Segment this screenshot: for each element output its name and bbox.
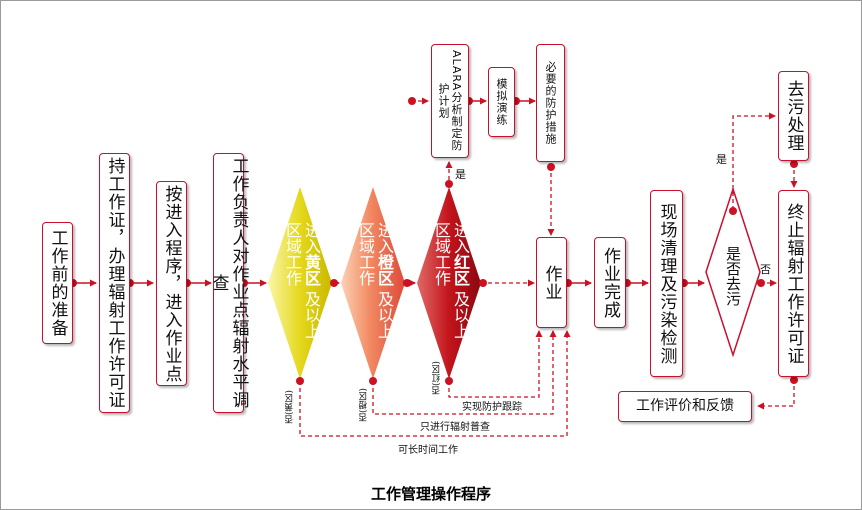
- prep-label: 工作前的准备: [47, 229, 68, 337]
- done-box: 作业完成: [594, 237, 626, 328]
- survey-box: 工作负责人对作业点辐射水平调查: [209, 153, 249, 413]
- enter-label: 按进入程序，进入作业点: [161, 184, 182, 383]
- review-box: 工作评价和反馈: [618, 391, 752, 422]
- label-yes-red: 是: [455, 168, 466, 181]
- drill-box: 模拟演练: [488, 67, 515, 137]
- work-label: 作业: [541, 264, 562, 301]
- label-no-decon: 否: [760, 263, 771, 276]
- cleanup-box: 现场清理及污染检测: [650, 190, 683, 377]
- decontaminate-decision-diamond: [705, 186, 761, 358]
- prep-box: 工作前的准备: [42, 222, 73, 344]
- enter-box: 按进入程序，进入作业点: [156, 181, 187, 386]
- work-box: 作业: [536, 237, 567, 328]
- label-track: 实现防护跟踪: [462, 402, 522, 413]
- label-no-orange: 否(橙区): [359, 388, 369, 423]
- decon-label: 去污处理: [783, 80, 804, 152]
- yellow-diamond-text: 进入黄区 及以上区域工作: [283, 222, 321, 340]
- decon-box: 去污处理: [778, 71, 809, 161]
- diagram-title: 工作管理操作程序: [370, 485, 491, 503]
- permit-label: 持工作证，办理辐射工作许可证: [104, 157, 125, 409]
- terminate-box: 终止辐射工作许可证: [778, 190, 809, 377]
- protect-box: 必要的防护措施: [536, 44, 565, 162]
- orange-zone-diamond: [341, 187, 405, 379]
- orange-diamond-text: 进入橙区 及以上区域工作: [356, 222, 394, 340]
- red-diamond-text: 进入红区 及以上区域工作: [432, 222, 470, 340]
- alara-box: ALARA分析制定防护计划: [431, 44, 469, 158]
- protect-label: 必要的防护措施: [544, 61, 557, 145]
- label-yes-decon: 是: [716, 153, 727, 166]
- label-monitor: 只进行辐射普查: [420, 422, 490, 433]
- yellow-zone-diamond: [268, 187, 332, 379]
- review-label: 工作评价和反馈: [636, 398, 734, 414]
- label-no-red: 否(红区): [432, 361, 442, 396]
- terminate-label: 终止辐射工作许可证: [783, 202, 804, 365]
- permit-box: 持工作证，办理辐射工作许可证: [99, 153, 130, 413]
- survey-label: 工作负责人对作业点辐射水平调查: [208, 157, 249, 409]
- label-no-yellow: 否(黄区): [285, 390, 295, 425]
- alara-label: ALARA分析制定防护计划: [437, 50, 463, 152]
- label-long: 可长时间工作: [398, 445, 458, 456]
- red-zone-diamond: [417, 187, 481, 379]
- cleanup-label: 现场清理及污染检测: [656, 202, 677, 365]
- done-label: 作业完成: [600, 246, 620, 319]
- drill-label: 模拟演练: [495, 78, 508, 126]
- decision-diamond-text: 是否去污: [724, 246, 742, 306]
